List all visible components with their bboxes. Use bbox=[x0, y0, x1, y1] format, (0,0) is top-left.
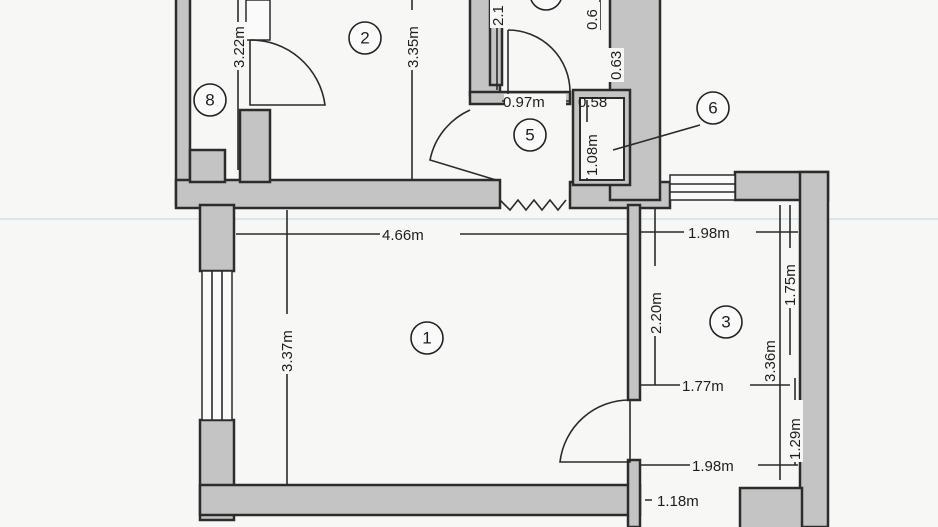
dim-room3-width-bottom: 1.98m bbox=[692, 458, 734, 475]
window-room8 bbox=[245, 0, 271, 41]
dim-room3-side-top: 1.75m bbox=[782, 264, 799, 306]
dim-room7-depth: 0.6 bbox=[584, 9, 601, 30]
room-number-6: 6 bbox=[708, 99, 717, 118]
room-number-8: 8 bbox=[205, 91, 214, 110]
dim-room5-width: 0.97m bbox=[503, 94, 545, 111]
dim-room6-width: 0.58 bbox=[578, 94, 607, 111]
dim-room2-height: 3.35m bbox=[405, 26, 422, 68]
window-top-right bbox=[669, 174, 736, 201]
walls bbox=[174, 0, 830, 527]
windows bbox=[201, 0, 736, 421]
dimension-labels: 4.66m 1.98m 1.77m 1.98m 1.18m 0.97m 0.58… bbox=[231, 0, 804, 510]
room-markers: 2 8 7 5 6 1 3 bbox=[193, 0, 743, 355]
dim-room3-recess: 2.20m bbox=[648, 292, 665, 334]
folding-door bbox=[499, 198, 567, 212]
room-number-3: 3 bbox=[721, 313, 730, 332]
dim-room7-width: 2.1 bbox=[490, 5, 507, 26]
dim-room8-height: 3.22m bbox=[231, 26, 248, 68]
dim-room3-width-top: 1.98m bbox=[688, 225, 730, 242]
dim-room1-height: 3.37m bbox=[279, 330, 296, 372]
dim-room3-mid-width: 1.77m bbox=[682, 378, 724, 395]
room-number-7: 7 bbox=[541, 0, 550, 4]
leader-line-room6 bbox=[612, 124, 701, 151]
room-number-5: 5 bbox=[525, 126, 534, 145]
dim-room3-height: 3.36m bbox=[762, 340, 779, 382]
dim-room7-niche: 0.63 bbox=[608, 51, 625, 80]
doors bbox=[249, 29, 631, 463]
room-number-2: 2 bbox=[360, 29, 369, 48]
window-left bbox=[201, 270, 233, 421]
dim-room3-side-bottom: 1.29m bbox=[787, 418, 804, 460]
room-number-1: 1 bbox=[422, 329, 431, 348]
dimension-lines bbox=[236, 0, 798, 501]
dim-corridor-width: 1.18m bbox=[657, 493, 699, 510]
dim-room6-height: 1.08m bbox=[584, 134, 601, 176]
dim-room1-width: 4.66m bbox=[382, 227, 424, 244]
